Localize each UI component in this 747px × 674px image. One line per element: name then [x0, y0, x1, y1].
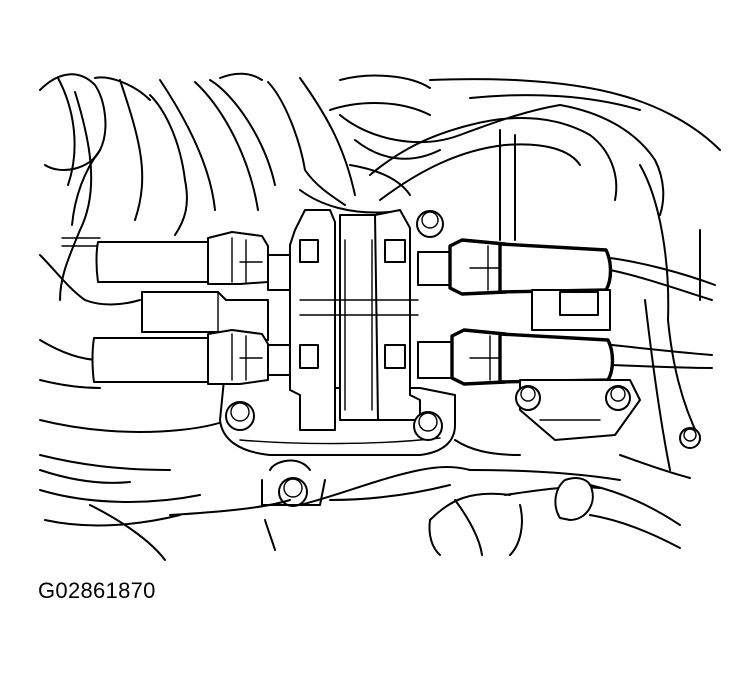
background-hoses: [39, 72, 721, 561]
valve-assembly: [219, 209, 456, 456]
bolt-top: [416, 210, 444, 238]
wires: [609, 257, 716, 369]
bolts: [225, 210, 701, 507]
bolt-left-plate: [225, 401, 255, 431]
bolt-far-right: [679, 427, 701, 449]
bolt-right-plate: [413, 411, 443, 441]
bolt-bracket-left: [515, 385, 541, 411]
figure-id-label: G02861870: [38, 578, 156, 603]
left-connectors: [91, 231, 269, 385]
bolt-bracket-right: [605, 385, 631, 411]
lower-parts: [39, 439, 691, 556]
